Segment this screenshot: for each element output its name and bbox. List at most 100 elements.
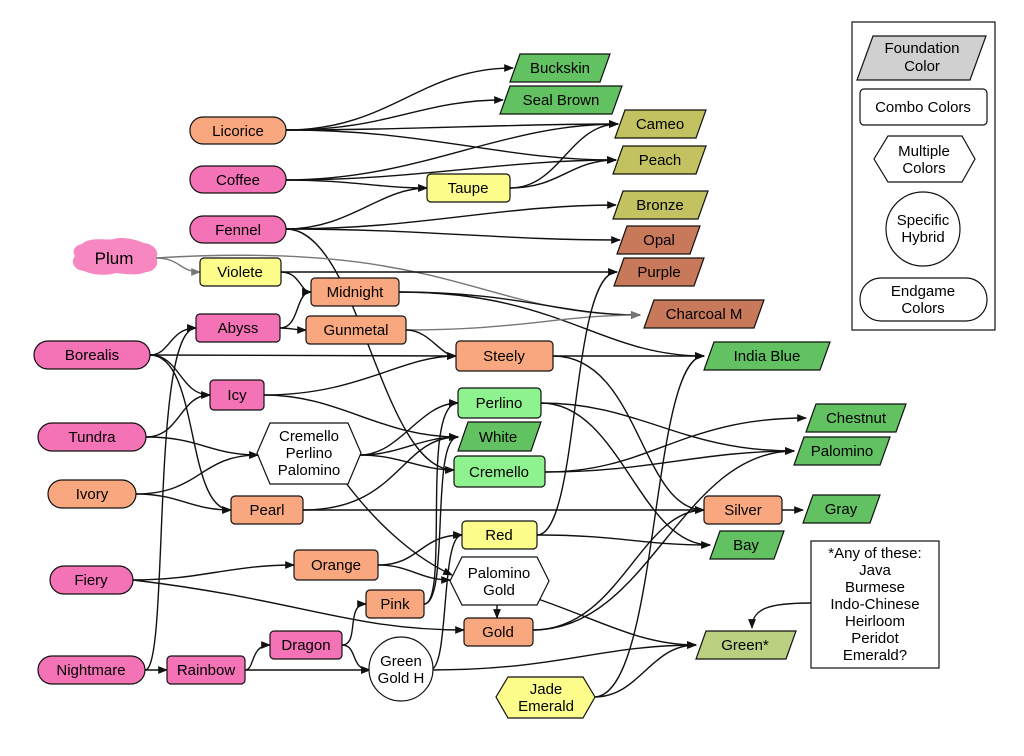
edge-note-green xyxy=(748,602,812,629)
node-opal: Opal xyxy=(616,225,701,255)
node-rainbow-label: Rainbow xyxy=(177,662,236,679)
edge-licorice-cameo xyxy=(285,120,619,131)
edge-fiery-orange xyxy=(132,561,295,581)
node-red-label: Red xyxy=(485,527,513,544)
legend-combo: Combo Colors xyxy=(859,88,988,126)
edge-rainbow-dragon xyxy=(244,641,271,671)
node-seal-brown-label: Seal Brown xyxy=(523,92,600,109)
edge-orange-red xyxy=(377,531,463,566)
node-purple-label: Purple xyxy=(637,264,680,281)
edge-cpp-palomino-gold xyxy=(339,474,453,576)
node-violete: Violete xyxy=(199,257,282,287)
edge-steely-silver xyxy=(552,355,705,514)
node-midnight: Midnight xyxy=(310,277,400,307)
edge-fennel-opal xyxy=(285,228,621,244)
edge-licorice-peach xyxy=(285,129,617,164)
node-fennel: Fennel xyxy=(189,215,287,244)
node-palomino-gold-line2: Gold xyxy=(483,582,515,599)
node-dragon-label: Dragon xyxy=(281,637,330,654)
nodes: Buckskin Seal Brown Cameo Peach Bronze O… xyxy=(33,53,940,719)
node-nightmare-label: Nightmare xyxy=(56,662,125,679)
edge-licorice-buckskin xyxy=(285,64,514,131)
node-pearl-label: Pearl xyxy=(249,502,284,519)
edge-palomino-gold-green xyxy=(534,597,697,649)
node-orange-label: Orange xyxy=(311,557,361,574)
node-tundra-label: Tundra xyxy=(69,429,117,446)
node-ivory: Ivory xyxy=(47,479,137,509)
node-gunmetal-label: Gunmetal xyxy=(323,322,388,339)
legend-hybrid-line2: Hybrid xyxy=(901,229,944,246)
note-line-6: Emerald? xyxy=(843,647,907,664)
node-bay-label: Bay xyxy=(733,537,759,554)
edge-abyss-gunmetal xyxy=(279,326,307,334)
note-line-1: Java xyxy=(859,562,891,579)
node-white: White xyxy=(457,421,542,452)
node-silver: Silver xyxy=(703,495,783,525)
node-perlino-label: Perlino xyxy=(476,395,523,412)
edge-icy-steely xyxy=(263,352,457,396)
note-line-5: Peridot xyxy=(851,630,899,647)
node-cpp-line1: Cremello xyxy=(279,428,339,445)
edges xyxy=(132,64,812,698)
edge-coffee-peach xyxy=(285,156,617,181)
node-cameo: Cameo xyxy=(614,109,707,139)
edge-midnight-charcoal xyxy=(398,291,641,319)
edge-borealis-pearl xyxy=(149,354,232,514)
node-green-gold-h: Green Gold H xyxy=(368,636,434,702)
edge-green-gold-h-green xyxy=(429,641,697,671)
legend-endgame: Endgame Colors xyxy=(859,277,988,322)
node-bronze: Bronze xyxy=(612,190,709,220)
node-opal-label: Opal xyxy=(643,232,675,249)
node-pink-label: Pink xyxy=(380,596,410,613)
node-purple: Purple xyxy=(613,257,705,287)
edge-jade-green xyxy=(593,641,697,698)
node-icy: Icy xyxy=(209,379,265,411)
legend-endgame-line1: Endgame xyxy=(891,283,955,300)
node-licorice-label: Licorice xyxy=(212,123,264,140)
node-ivory-label: Ivory xyxy=(76,486,109,503)
edge-midnight-india-blue xyxy=(398,291,705,360)
edge-dragon-pink xyxy=(341,600,367,646)
edge-ivory-pearl xyxy=(135,493,232,514)
node-cremello-label: Cremello xyxy=(469,464,529,481)
node-red: Red xyxy=(461,520,538,550)
edge-tundra-cpp xyxy=(145,436,259,459)
edge-orange-palomino-gold xyxy=(377,564,451,584)
edge-coffee-taupe xyxy=(285,179,428,192)
edge-plum-violete xyxy=(155,257,201,276)
edge-jade-india-blue xyxy=(593,352,705,698)
node-palomino-label: Palomino xyxy=(811,443,874,460)
node-green-star-label: Green* xyxy=(721,637,769,654)
legend-hybrid: Specific Hybrid xyxy=(885,191,961,267)
edge-cremello-chestnut xyxy=(544,414,807,473)
node-pearl: Pearl xyxy=(230,495,304,525)
edge-pearl-white xyxy=(302,433,459,511)
legend-multiple-line1: Multiple xyxy=(898,143,950,160)
edge-taupe-cameo xyxy=(509,120,619,189)
node-violete-label: Violete xyxy=(217,264,263,281)
node-peach-label: Peach xyxy=(639,152,682,169)
edge-abyss-midnight xyxy=(279,288,312,329)
node-dragon: Dragon xyxy=(269,630,343,660)
node-palomino-gold-line1: Palomino xyxy=(468,565,531,582)
edge-violete-midnight xyxy=(280,271,312,296)
note-line-0: *Any of these: xyxy=(828,545,921,562)
node-plum: Plum xyxy=(72,237,158,275)
node-jade-emerald-line2: Emerald xyxy=(518,698,574,715)
edge-tundra-icy xyxy=(145,391,211,438)
legend-foundation-line2: Color xyxy=(904,58,940,75)
legend-foundation-line1: Foundation xyxy=(884,40,959,57)
node-steely-label: Steely xyxy=(483,348,525,365)
node-seal-brown: Seal Brown xyxy=(499,85,623,115)
node-orange: Orange xyxy=(293,549,379,581)
node-taupe-label: Taupe xyxy=(448,180,489,197)
node-nightmare: Nightmare xyxy=(37,655,146,685)
edge-gold-palomino xyxy=(532,447,795,631)
note-line-3: Indo-Chinese xyxy=(830,596,919,613)
edge-nightmare-abyss xyxy=(144,324,197,671)
edge-fennel-taupe xyxy=(285,184,428,230)
legend: Foundation Color Combo Colors Multiple C… xyxy=(851,21,996,331)
edge-borealis-icy xyxy=(149,354,211,399)
node-white-label: White xyxy=(479,429,517,446)
